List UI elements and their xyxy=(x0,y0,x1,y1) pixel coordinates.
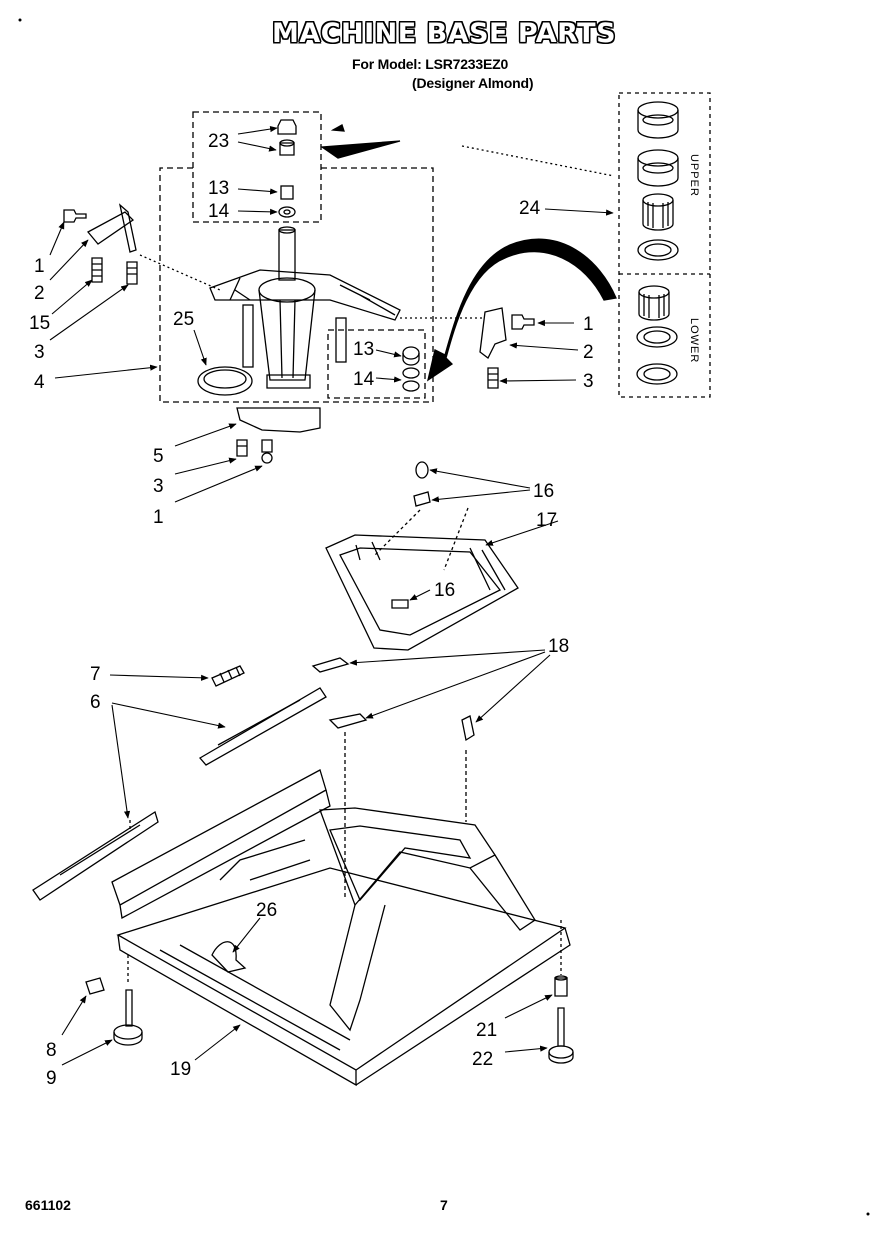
callout-24: 24 xyxy=(519,198,541,219)
agitator-shaft xyxy=(278,229,296,281)
callout-21: 21 xyxy=(476,1020,498,1041)
callout-26: 26 xyxy=(256,900,278,921)
frame-17 xyxy=(325,534,519,651)
callout-19: 19 xyxy=(170,1059,192,1080)
callout-4: 4 xyxy=(34,372,45,393)
callout-5: 5 xyxy=(153,446,164,467)
curved-detail-arrow xyxy=(426,238,617,382)
callout-17: 17 xyxy=(536,510,558,531)
doc-number: 661102 xyxy=(25,1197,71,1213)
callout-3-lower: 3 xyxy=(153,476,164,497)
callout-14: 14 xyxy=(208,201,230,222)
bearing-kit-box xyxy=(618,92,711,398)
callout-2-right: 2 xyxy=(583,342,594,363)
callout-16-inner: 16 xyxy=(434,580,456,601)
callout-13: 13 xyxy=(208,178,230,199)
callout-2: 2 xyxy=(34,283,45,304)
color-line: (Designer Almond) xyxy=(412,75,534,91)
callout-14-detail: 14 xyxy=(353,369,375,390)
strap-6-upper xyxy=(198,687,327,766)
callout-1: 1 xyxy=(34,256,45,277)
agitator-shaft-parts-box xyxy=(192,111,322,223)
bearing-kit-lower xyxy=(636,285,678,385)
callout-13-detail: 13 xyxy=(353,339,375,360)
callout-3-right: 3 xyxy=(583,371,594,392)
callout-8: 8 xyxy=(46,1040,57,1061)
callout-16: 16 xyxy=(533,481,555,502)
bearing-kit-upper-label: UPPER xyxy=(688,154,700,197)
callout-1-right: 1 xyxy=(583,314,594,335)
callout-15: 15 xyxy=(29,313,51,334)
page-number: 7 xyxy=(440,1197,448,1213)
bearing-kit-lower-label: LOWER xyxy=(688,318,700,364)
callout-3: 3 xyxy=(34,342,45,363)
transmission-assembly-box xyxy=(159,167,434,403)
machine-base-19 xyxy=(111,769,571,1087)
page-title: MACHINE BASE PARTS xyxy=(271,18,617,49)
callout-1-lower: 1 xyxy=(153,507,164,528)
bearing-kit-upper xyxy=(637,101,679,261)
callout-22: 22 xyxy=(472,1049,494,1070)
callout-9: 9 xyxy=(46,1068,57,1089)
bearing-detail-box xyxy=(327,329,426,399)
model-line: For Model: LSR7233EZ0 xyxy=(352,56,509,72)
detail-arrow-upper xyxy=(320,140,401,159)
callout-7: 7 xyxy=(90,664,101,685)
strap-6-lower xyxy=(32,810,159,901)
callout-23: 23 xyxy=(208,131,230,152)
callout-25: 25 xyxy=(173,309,195,330)
callout-6: 6 xyxy=(90,692,101,713)
callout-18: 18 xyxy=(548,636,570,657)
